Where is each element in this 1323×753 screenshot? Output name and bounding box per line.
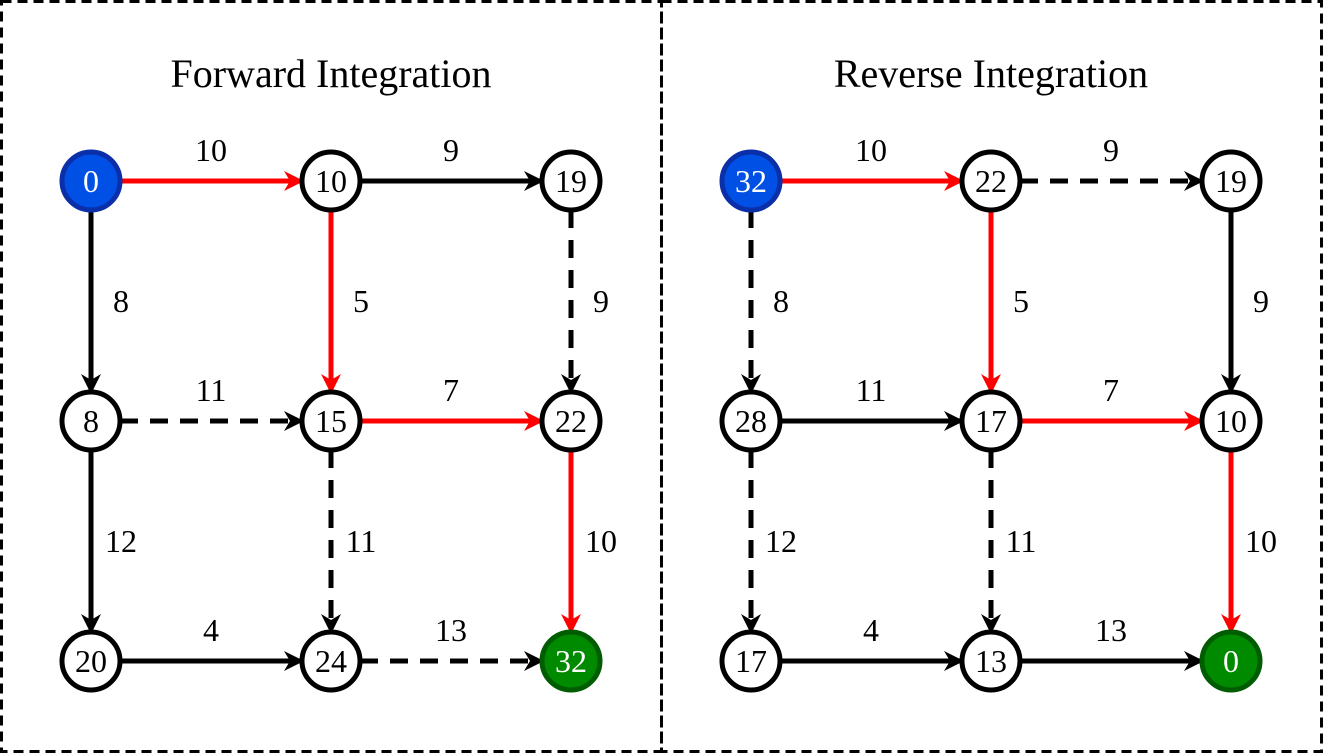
forward-start-node-0-0 — [59, 149, 123, 213]
forward-node-label-0-1: 10 — [315, 163, 347, 199]
reverse-node-0-1 — [959, 149, 1023, 213]
reverse-node-2-1 — [959, 629, 1023, 693]
forward-h-edge-weight-2-1: 13 — [435, 612, 467, 648]
forward-node-2-0 — [59, 629, 123, 693]
reverse-node-2-0 — [719, 629, 783, 693]
reverse-h-edge-weight-1-0: 11 — [856, 372, 887, 408]
forward-node-label-0-0: 0 — [83, 163, 99, 199]
forward-v-edge-weight-1-2: 10 — [585, 523, 617, 559]
reverse-node-label-2-2: 0 — [1223, 643, 1239, 679]
reverse-h-edge-weight-0-1: 9 — [1103, 132, 1119, 168]
reverse-panel-frame — [660, 0, 1323, 753]
forward-v-edge-weight-0-1: 5 — [353, 283, 369, 319]
reverse-node-label-2-0: 17 — [735, 643, 767, 679]
forward-node-0-2 — [539, 149, 603, 213]
forward-graph: 10 9 11 7 4 13 8 5 9 12 11 10 0 10 19 8 15 22 20 24 32 — [59, 132, 617, 693]
reverse-graph: 10 9 11 7 4 13 8 5 9 12 11 10 32 22 19 28 17 10 17 13 0 — [719, 132, 1277, 693]
forward-h-edge-weight-1-0: 11 — [196, 372, 227, 408]
forward-node-1-1 — [299, 389, 363, 453]
reverse-h-edge-weight-2-1: 13 — [1095, 612, 1127, 648]
reverse-panel: Reverse Integration 10 9 11 7 4 13 8 5 9 12 11 10 32… — [660, 0, 1323, 753]
forward-node-label-1-1: 15 — [315, 403, 347, 439]
reverse-v-edge-weight-0-1: 5 — [1013, 283, 1029, 319]
forward-panel-frame — [0, 0, 663, 753]
reverse-start-node-0-0 — [719, 149, 783, 213]
reverse-node-label-1-2: 10 — [1215, 403, 1247, 439]
reverse-node-label-0-0: 32 — [735, 163, 767, 199]
reverse-node-1-2 — [1199, 389, 1263, 453]
reverse-h-edge-weight-2-0: 4 — [863, 612, 879, 648]
reverse-h-edge-weight-1-1: 7 — [1103, 372, 1119, 408]
forward-v-edge-weight-1-0: 12 — [105, 523, 137, 559]
reverse-node-label-0-2: 19 — [1215, 163, 1247, 199]
forward-h-edge-weight-0-0: 10 — [195, 132, 227, 168]
forward-v-edge-weight-0-0: 8 — [113, 283, 129, 319]
reverse-node-1-0 — [719, 389, 783, 453]
forward-h-edge-weight-2-0: 4 — [203, 612, 219, 648]
forward-node-label-0-2: 19 — [555, 163, 587, 199]
reverse-panel-title: Reverse Integration — [834, 51, 1148, 96]
reverse-node-label-1-1: 17 — [975, 403, 1007, 439]
reverse-v-edge-weight-1-2: 10 — [1245, 523, 1277, 559]
forward-node-1-0 — [59, 389, 123, 453]
reverse-node-1-1 — [959, 389, 1023, 453]
forward-node-1-2 — [539, 389, 603, 453]
forward-h-edge-weight-0-1: 9 — [443, 132, 459, 168]
forward-node-0-1 — [299, 149, 363, 213]
forward-panel-title: Forward Integration — [170, 51, 491, 96]
forward-node-label-1-0: 8 — [83, 403, 99, 439]
reverse-node-label-0-1: 22 — [975, 163, 1007, 199]
reverse-v-edge-weight-0-2: 9 — [1253, 283, 1269, 319]
reverse-v-edge-weight-1-0: 12 — [765, 523, 797, 559]
reverse-h-edge-weight-0-0: 10 — [855, 132, 887, 168]
reverse-node-0-2 — [1199, 149, 1263, 213]
forward-node-label-2-1: 24 — [315, 643, 347, 679]
forward-end-node-2-2 — [539, 629, 603, 693]
reverse-v-edge-weight-0-0: 8 — [773, 283, 789, 319]
forward-v-edge-weight-1-1: 11 — [346, 523, 377, 559]
reverse-node-label-2-1: 13 — [975, 643, 1007, 679]
forward-node-label-2-2: 32 — [555, 643, 587, 679]
reverse-v-edge-weight-1-1: 11 — [1006, 523, 1037, 559]
forward-node-label-2-0: 20 — [75, 643, 107, 679]
forward-h-edge-weight-1-1: 7 — [443, 372, 459, 408]
forward-node-label-1-2: 22 — [555, 403, 587, 439]
reverse-end-node-2-2 — [1199, 629, 1263, 693]
forward-node-2-1 — [299, 629, 363, 693]
reverse-node-label-1-0: 28 — [735, 403, 767, 439]
forward-v-edge-weight-0-2: 9 — [593, 283, 609, 319]
